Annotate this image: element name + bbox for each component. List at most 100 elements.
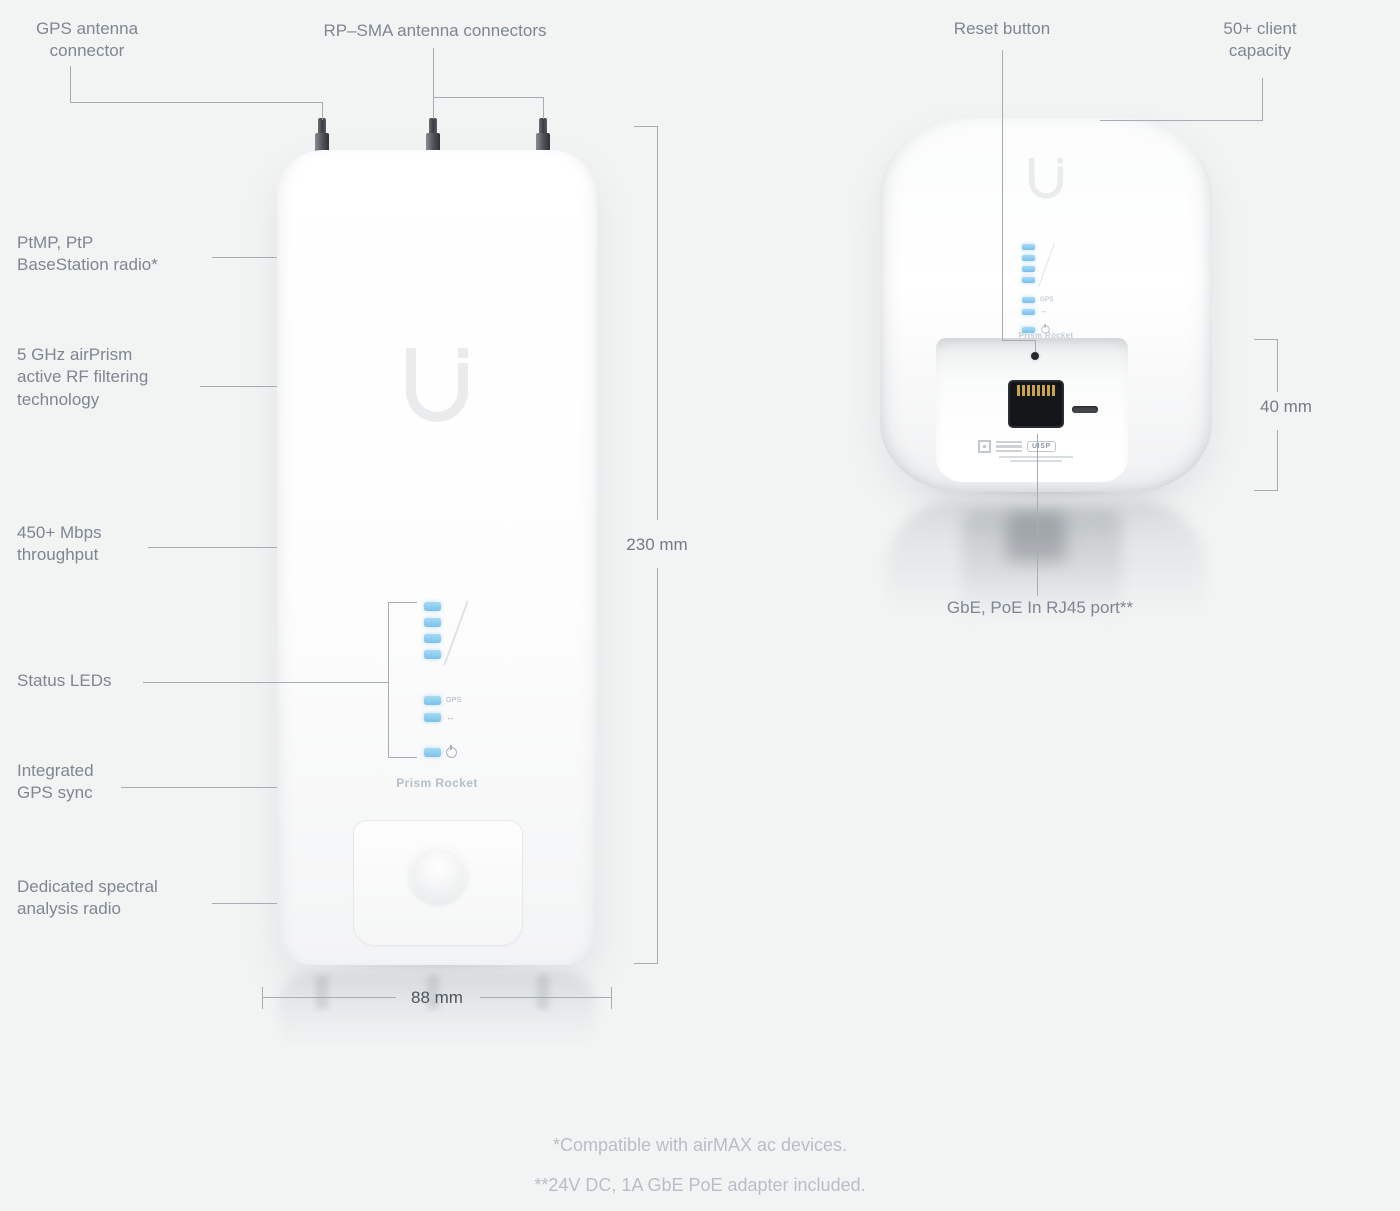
connector-recess-panel: UISP: [936, 338, 1128, 482]
dimension-line: [1277, 430, 1278, 490]
back-reflection: [886, 500, 1206, 650]
gps-led-label: GPS: [1040, 297, 1054, 303]
label-text-lines: [996, 440, 1022, 453]
logo-part: [406, 348, 416, 396]
antenna-reflection: [537, 975, 549, 1009]
footnote-compat: *Compatible with airMAX ac devices.: [552, 1135, 848, 1155]
dimension-tick: [611, 987, 612, 1009]
cover-cap: [409, 845, 467, 903]
link-led-row: ↔: [1022, 308, 1047, 315]
callout-gps-antenna-connector: GPS antenna connector: [35, 19, 139, 61]
regulatory-label: UISP: [978, 440, 1094, 462]
link-led: [424, 713, 441, 722]
model-name: Prism Rocket: [396, 776, 478, 790]
callout-line: [1100, 120, 1263, 121]
callout-line: [148, 547, 277, 548]
callout-line: [1002, 50, 1003, 340]
power-icon: [446, 745, 457, 758]
dimension-tick: [634, 963, 658, 964]
uisp-badge: UISP: [1027, 441, 1056, 452]
gps-led-label: GPS: [446, 697, 462, 704]
callout-line: [212, 257, 277, 258]
signal-led: [1022, 266, 1035, 272]
dimension-line: [262, 997, 396, 998]
callout-line: [70, 66, 71, 103]
link-led: [1022, 308, 1035, 315]
status-led-panel: GPS ↔: [424, 600, 494, 758]
qr-code: [978, 440, 991, 453]
logo-part: [1057, 158, 1064, 164]
callout-line: [1037, 434, 1038, 596]
label-text-line: [1010, 460, 1062, 462]
callout-line: [200, 386, 277, 387]
gps-led-row: GPS: [1022, 297, 1054, 303]
gps-led: [424, 696, 441, 705]
device-back-view: GPS ↔ Prism Rocket: [880, 118, 1212, 492]
footnote-power: **24V DC, 1A GbE PoE adapter included.: [534, 1175, 866, 1195]
callout-line: [322, 102, 323, 120]
logo-part: [1028, 158, 1035, 185]
logo-part: [1057, 166, 1064, 185]
callout-status-leds: Status LEDs: [17, 671, 112, 690]
callout-basestation-radio: PtMP, PtP BaseStation radio*: [17, 233, 158, 275]
signal-led: [1022, 255, 1035, 261]
device-front-view: GPS ↔ Prism Rocket: [277, 150, 597, 965]
dimension-tick: [1254, 339, 1278, 340]
back-port-reflection: [1006, 512, 1066, 562]
callout-bracket: [388, 602, 389, 758]
power-led: [424, 748, 441, 757]
signal-led: [1022, 277, 1035, 283]
dimension-depth: 40 mm: [1260, 397, 1312, 416]
signal-led: [1022, 244, 1035, 250]
callout-line: [543, 97, 544, 119]
logo-part: [458, 348, 468, 358]
antenna-reflection: [427, 975, 439, 1009]
signal-led: [424, 634, 441, 643]
logo-part: [406, 380, 468, 422]
signal-led: [424, 650, 441, 659]
gps-led: [1022, 297, 1035, 303]
callout-rpsma-connectors: RP–SMA antenna connectors: [323, 21, 547, 40]
front-reflection: [277, 972, 597, 1067]
power-led-row: [424, 745, 457, 758]
ground-slot: [1072, 406, 1098, 413]
dimension-width: 88 mm: [411, 988, 463, 1007]
callout-spectral-radio: Dedicated spectral analysis radio: [17, 877, 158, 919]
power-led-row: [1022, 323, 1051, 335]
dimension-line: [657, 126, 658, 520]
ubiquiti-logo: [406, 348, 468, 422]
callout-client-capacity: 50+ client capacity: [1223, 19, 1297, 61]
callout-line: [388, 602, 417, 603]
callout-airprism: 5 GHz airPrism active RF filtering techn…: [17, 345, 149, 409]
dimension-height: 230 mm: [626, 535, 688, 554]
signal-led: [424, 618, 441, 627]
gps-led-row: GPS: [424, 696, 462, 705]
callout-gps-sync: Integrated GPS sync: [17, 761, 94, 803]
callout-line: [212, 903, 277, 904]
rj45-pins: [1017, 385, 1055, 396]
dimension-line: [657, 568, 658, 963]
antenna-tip: [318, 118, 326, 133]
dimension-tick: [634, 126, 658, 127]
back-panel-reflection: [962, 510, 1122, 620]
callout-rj45-port: GbE, PoE In RJ45 port**: [946, 598, 1134, 617]
callout-reset-button: Reset button: [953, 19, 1051, 38]
link-arrows-icon: ↔: [446, 712, 455, 722]
label-text-line: [999, 456, 1073, 458]
callout-line: [433, 48, 434, 119]
ubiquiti-logo: [1028, 158, 1064, 199]
dimension-line: [480, 997, 612, 998]
callout-line: [70, 102, 323, 103]
link-led-row: ↔: [424, 713, 455, 722]
access-cover: [353, 820, 523, 946]
reset-button: [1031, 352, 1039, 360]
rj45-port: [1008, 380, 1064, 428]
callout-throughput: 450+ Mbps throughput: [17, 523, 102, 565]
signal-led: [424, 602, 441, 611]
model-name: Prism Rocket: [1018, 331, 1074, 340]
signal-ramp-line: [443, 600, 469, 666]
logo-part: [458, 363, 468, 396]
signal-ramp-line: [1038, 243, 1055, 287]
antenna-tip: [429, 118, 437, 133]
